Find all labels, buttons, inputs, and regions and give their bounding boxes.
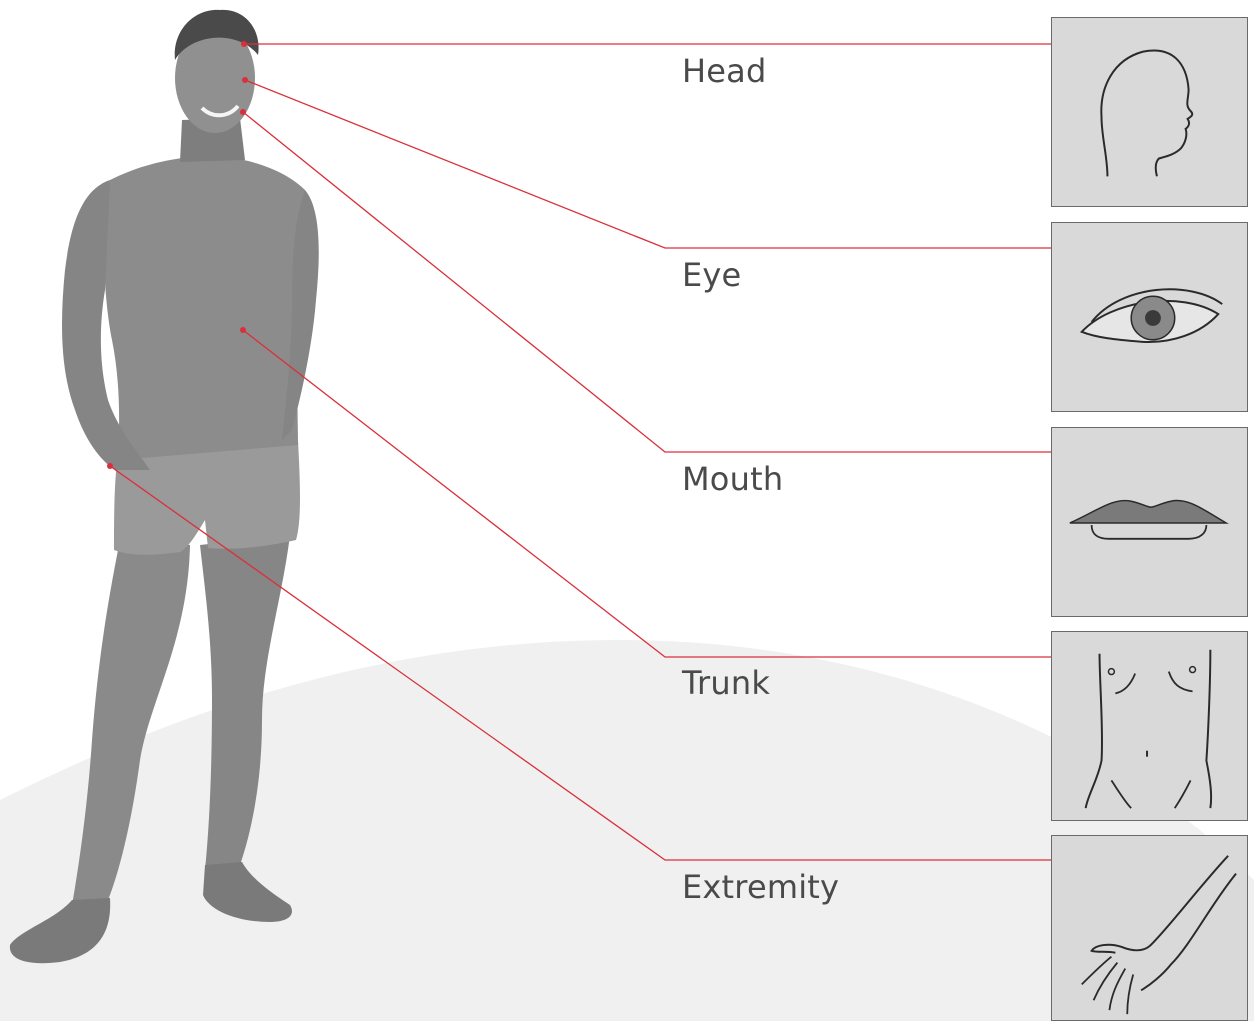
torso (104, 155, 312, 460)
label-mouth: Mouth (682, 460, 783, 498)
anchor-trunk (240, 327, 246, 333)
label-eye: Eye (682, 256, 741, 294)
anchor-mouth (240, 109, 246, 115)
arm-hand-icon (1052, 836, 1247, 1020)
panel-trunk (1051, 631, 1248, 821)
panel-extremity (1051, 835, 1248, 1021)
eye-icon (1052, 223, 1247, 411)
panel-mouth (1051, 427, 1248, 617)
lips-icon (1052, 428, 1247, 616)
label-head: Head (682, 52, 766, 90)
anchor-extremity (107, 463, 113, 469)
label-extremity: Extremity (682, 868, 839, 906)
leader-line-trunk (243, 330, 1051, 657)
anchor-head (241, 41, 247, 47)
panel-eye (1051, 222, 1248, 412)
leader-line-mouth (243, 112, 1051, 452)
anchor-eye (242, 77, 248, 83)
leader-line-eye (245, 80, 1051, 248)
panel-head (1051, 17, 1248, 207)
head-profile-icon (1052, 18, 1247, 206)
torso-icon (1052, 632, 1247, 820)
label-trunk: Trunk (682, 664, 770, 702)
